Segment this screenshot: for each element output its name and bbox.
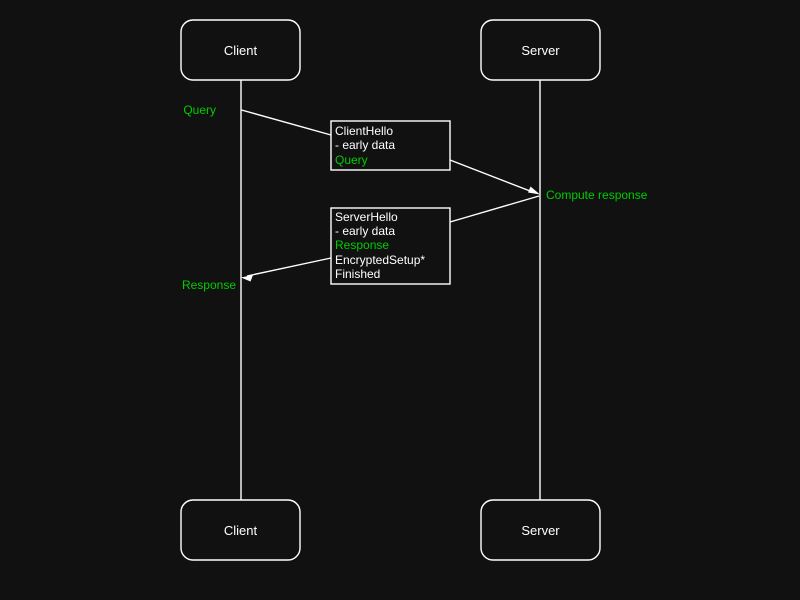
arrowhead-right <box>528 186 540 195</box>
arrow-segment-right <box>449 159 535 194</box>
participant-client-bottom[interactable]: Client <box>180 499 301 561</box>
message-line-highlight: Response <box>335 238 389 252</box>
participant-label: Server <box>521 43 560 58</box>
participant-server-top[interactable]: Server <box>480 19 601 81</box>
arrow-client-to-server <box>241 109 540 195</box>
label-query: Query <box>183 103 216 117</box>
message-line: - early data <box>335 138 395 152</box>
participant-client-top[interactable]: Client <box>180 19 301 81</box>
participant-box <box>480 19 601 81</box>
participant-label: Client <box>224 523 258 538</box>
arrow-segment-left <box>246 257 332 277</box>
message-box-server-hello[interactable]: ServerHello - early data Response Encryp… <box>330 207 451 285</box>
arrow-server-to-client <box>241 195 540 282</box>
message-line: ClientHello <box>335 124 393 138</box>
participant-box <box>180 499 301 561</box>
message-line: EncryptedSetup* <box>335 253 425 267</box>
label-compute-response: Compute response <box>546 188 648 202</box>
participant-server-bottom[interactable]: Server <box>480 499 601 561</box>
message-line: Finished <box>335 267 380 281</box>
participant-box <box>480 499 601 561</box>
arrow-segment-left <box>241 109 332 136</box>
message-line-highlight: Query <box>335 153 368 167</box>
participant-label: Server <box>521 523 560 538</box>
message-box <box>330 120 451 171</box>
message-line: - early data <box>335 224 395 238</box>
arrow-segment-right <box>449 195 540 223</box>
participant-label: Client <box>224 43 258 58</box>
message-box-client-hello[interactable]: ClientHello - early data Query <box>330 120 451 171</box>
arrowhead-left <box>241 275 253 282</box>
label-response: Response <box>182 278 236 292</box>
message-box <box>330 207 451 285</box>
message-line: ServerHello <box>335 210 398 224</box>
participant-box <box>180 19 301 81</box>
